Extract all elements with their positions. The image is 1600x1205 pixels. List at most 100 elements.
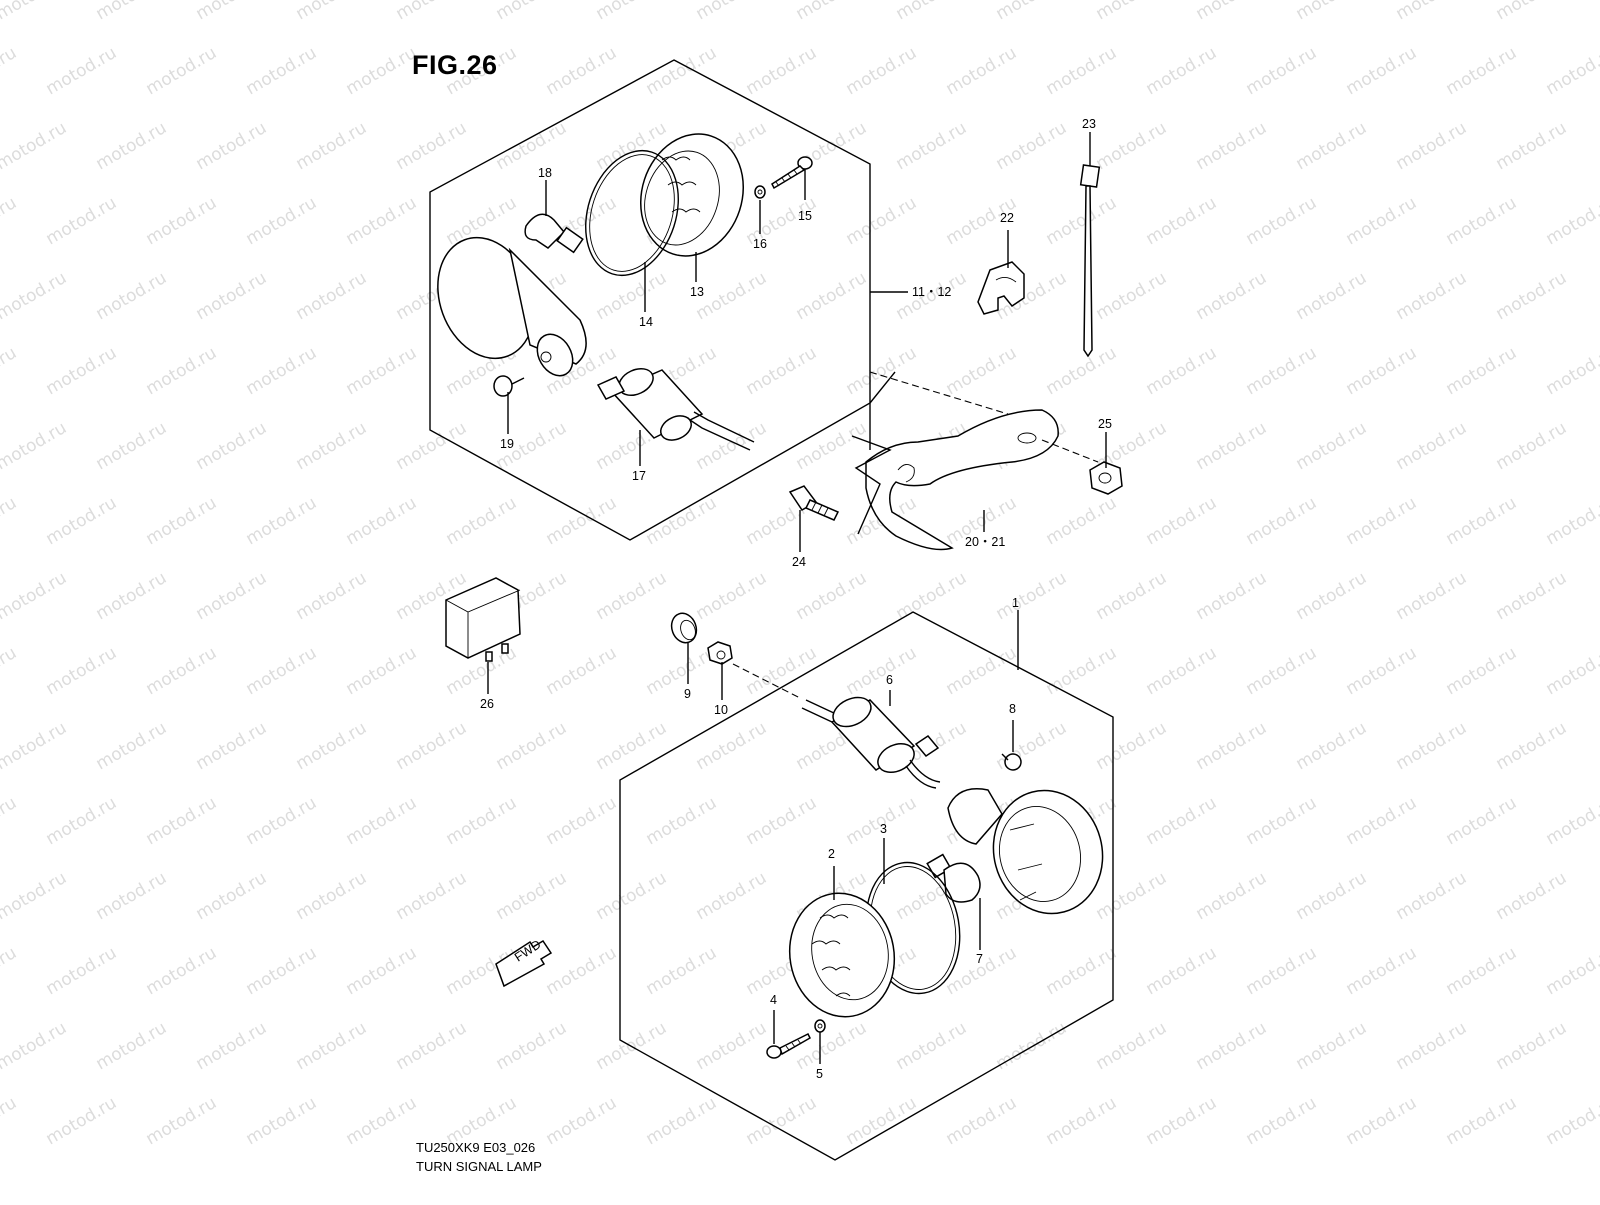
watermark-text: motod.ru <box>593 568 671 624</box>
watermark-text: motod.ru <box>293 268 371 324</box>
watermark-text: motod.ru <box>143 793 221 849</box>
watermark-text: motod.ru <box>343 193 421 249</box>
watermark-text: motod.ru <box>0 943 20 999</box>
watermark-text: motod.ru <box>143 493 221 549</box>
watermark-text: motod.ru <box>1043 343 1121 399</box>
watermark-text: motod.ru <box>543 43 621 99</box>
watermark-text: motod.ru <box>0 0 70 24</box>
watermark-text: motod.ru <box>1493 1018 1571 1074</box>
watermark-text: motod.ru <box>1543 43 1600 99</box>
callout-3: 3 <box>880 822 887 836</box>
watermark-text: motod.ru <box>1393 118 1471 174</box>
callout-1: 1 <box>1012 596 1019 610</box>
fwd-arrow-icon: FWD <box>496 937 551 986</box>
callout-17: 17 <box>632 469 646 483</box>
watermark-text: motod.ru <box>43 43 121 99</box>
watermark-text: motod.ru <box>0 343 20 399</box>
watermark-text: motod.ru <box>1343 1093 1421 1149</box>
watermark-text: motod.ru <box>93 0 171 24</box>
watermark-text: motod.ru <box>943 1093 1021 1149</box>
watermark-text: motod.ru <box>43 1093 121 1149</box>
watermark-text: motod.ru <box>593 268 671 324</box>
watermark-text: motod.ru <box>1143 43 1221 99</box>
watermark-text: motod.ru <box>1193 418 1271 474</box>
watermark-text: motod.ru <box>193 268 271 324</box>
watermark-text: motod.ru <box>493 868 571 924</box>
watermark-text: motod.ru <box>0 643 20 699</box>
watermark-text: motod.ru <box>1043 643 1121 699</box>
watermark-text: motod.ru <box>0 118 70 174</box>
watermark-text: motod.ru <box>893 0 971 24</box>
watermark-text: motod.ru <box>193 0 271 24</box>
watermark-text: motod.ru <box>1293 868 1371 924</box>
watermark-text: motod.ru <box>493 1018 571 1074</box>
watermark-text: motod.ru <box>493 718 571 774</box>
watermark-text: motod.ru <box>593 0 671 24</box>
watermark-text: motod.ru <box>693 418 771 474</box>
watermark-text: motod.ru <box>1493 568 1571 624</box>
watermark-text: motod.ru <box>1243 493 1321 549</box>
watermark-text: motod.ru <box>1443 343 1521 399</box>
watermark-text: motod.ru <box>1093 568 1171 624</box>
watermark-text: motod.ru <box>1393 868 1471 924</box>
watermark-text: motod.ru <box>1343 193 1421 249</box>
watermark-text: motod.ru <box>843 43 921 99</box>
watermark-text: motod.ru <box>143 43 221 99</box>
watermark-text: motod.ru <box>993 118 1071 174</box>
callout-19: 19 <box>500 437 514 451</box>
watermark-text: motod.ru <box>193 718 271 774</box>
diagram-name: TURN SIGNAL LAMP <box>416 1159 542 1174</box>
watermark-text: motod.ru <box>743 43 821 99</box>
watermark-text: motod.ru <box>393 1018 471 1074</box>
watermark-text: motod.ru <box>43 943 121 999</box>
watermark-text: motod.ru <box>1343 43 1421 99</box>
watermark-text: motod.ru <box>0 1018 70 1074</box>
watermark-text: motod.ru <box>1493 0 1571 24</box>
watermark-text: motod.ru <box>1143 793 1221 849</box>
watermark-text: motod.ru <box>643 793 721 849</box>
watermark-text: motod.ru <box>1093 718 1171 774</box>
watermark-text: motod.ru <box>1293 418 1371 474</box>
callout-24: 24 <box>792 555 806 569</box>
watermark-text: motod.ru <box>0 493 20 549</box>
part-10-nut <box>708 642 732 664</box>
watermark-text: motod.ru <box>343 793 421 849</box>
watermark-text: motod.ru <box>443 793 521 849</box>
watermark-text: motod.ru <box>1243 943 1321 999</box>
watermark-text: motod.ru <box>1543 793 1600 849</box>
watermark-text: motod.ru <box>1443 793 1521 849</box>
watermark-text: motod.ru <box>1493 718 1571 774</box>
watermark-text: motod.ru <box>43 643 121 699</box>
watermark-text: motod.ru <box>0 418 70 474</box>
watermark-text: motod.ru <box>0 568 70 624</box>
watermark-text: motod.ru <box>1293 568 1371 624</box>
callout-11-12: 11・12 <box>912 285 951 299</box>
callout-26: 26 <box>480 697 494 711</box>
watermark-text: motod.ru <box>43 193 121 249</box>
watermark-text: motod.ru <box>43 493 121 549</box>
watermark-text: motod.ru <box>243 493 321 549</box>
figure-title: FIG.26 <box>412 50 498 81</box>
watermark-text: motod.ru <box>93 568 171 624</box>
watermark-text: motod.ru <box>143 643 221 699</box>
watermark-text: motod.ru <box>1243 43 1321 99</box>
watermark-text: motod.ru <box>1043 193 1121 249</box>
watermark-text: motod.ru <box>1443 643 1521 699</box>
watermark-text: motod.ru <box>793 568 871 624</box>
watermark-text: motod.ru <box>893 568 971 624</box>
watermark-text: motod.ru <box>93 268 171 324</box>
watermark-text: motod.ru <box>193 868 271 924</box>
watermark-text: motod.ru <box>1093 0 1171 24</box>
part-19-screw <box>494 376 524 396</box>
watermark-text: motod.ru <box>143 1093 221 1149</box>
watermark-text: motod.ru <box>1243 193 1321 249</box>
watermark-text: motod.ru <box>693 568 771 624</box>
watermark-text: motod.ru <box>93 718 171 774</box>
watermark-text: motod.ru <box>1343 343 1421 399</box>
watermark-text: motod.ru <box>1493 268 1571 324</box>
watermark-text: motod.ru <box>293 568 371 624</box>
watermark-text: motod.ru <box>993 0 1071 24</box>
watermark-text: motod.ru <box>293 718 371 774</box>
